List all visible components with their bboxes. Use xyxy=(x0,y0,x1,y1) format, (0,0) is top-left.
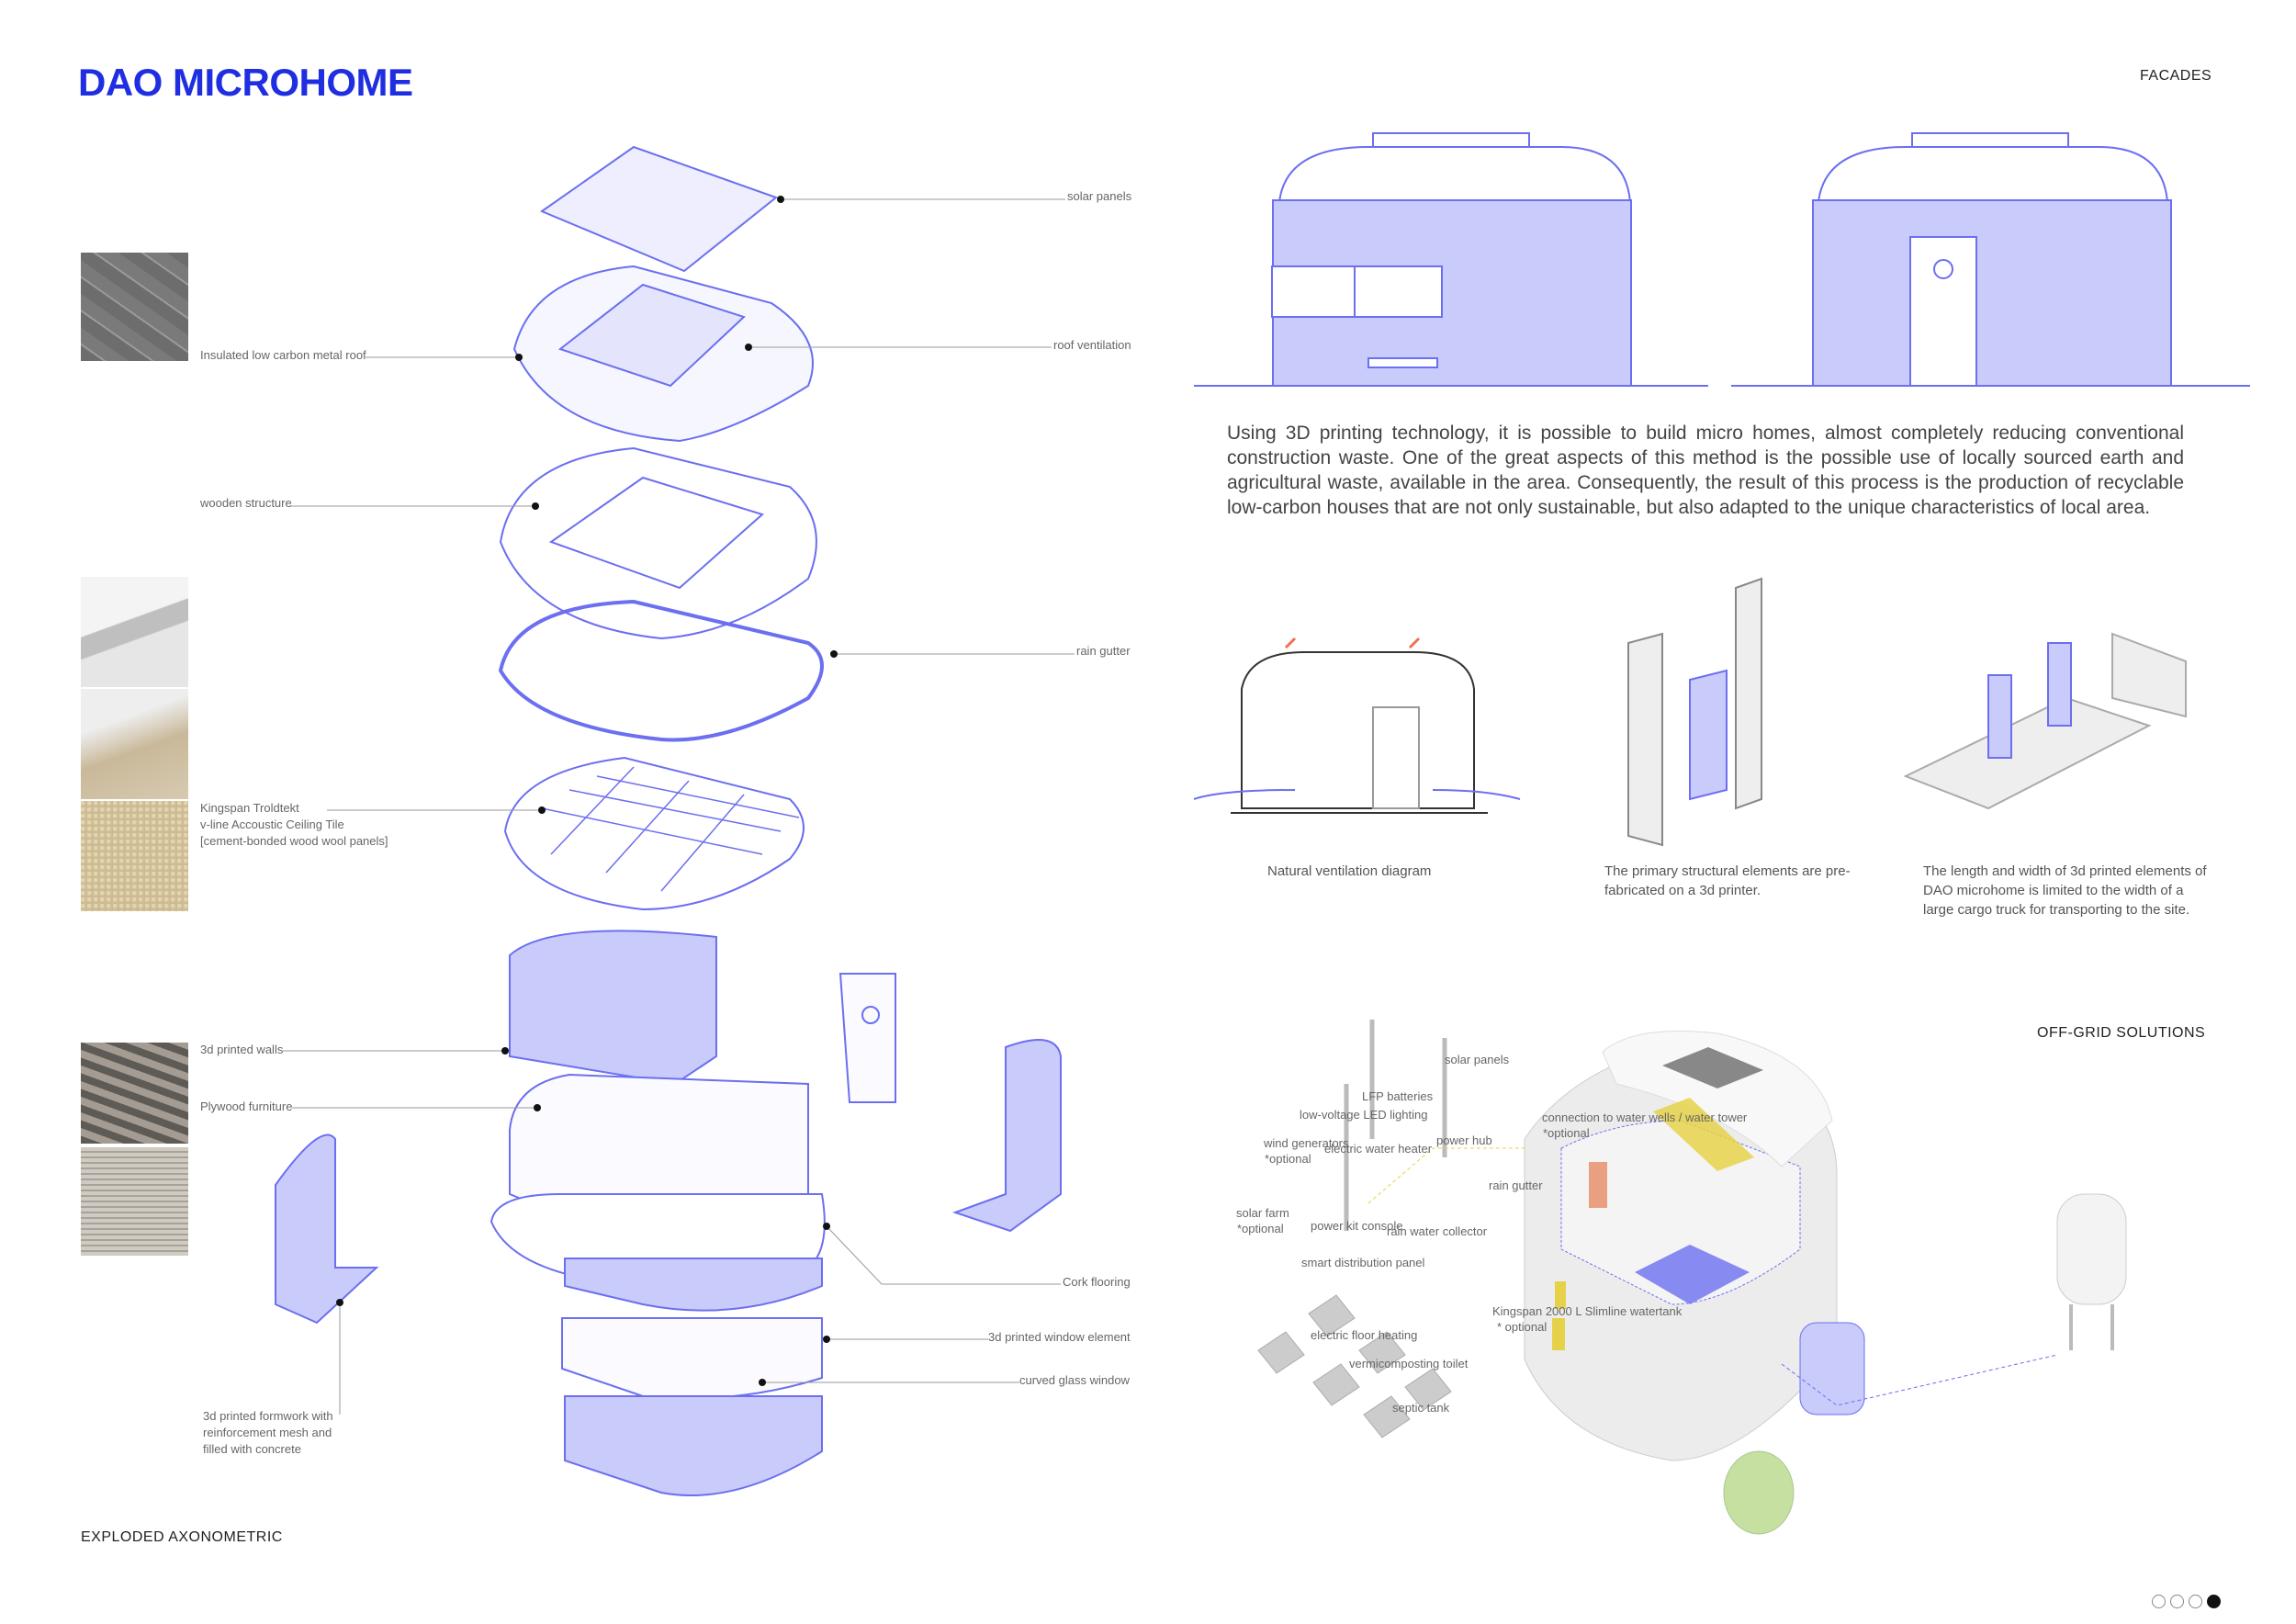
og-solar-panels: solar panels xyxy=(1445,1053,1510,1066)
door-panel xyxy=(838,973,896,1103)
walls-layer xyxy=(509,930,717,1086)
ventilation-diagram xyxy=(1193,637,1521,814)
og-watertank-optional: * optional xyxy=(1497,1320,1548,1334)
rain-water-collector xyxy=(1635,1245,1750,1304)
og-solar-farm-optional: *optional xyxy=(1237,1222,1284,1235)
label-wooden-structure: wooden structure xyxy=(200,496,292,510)
label-kingspan: Kingspan Troldtekt v-line Accoustic Ceil… xyxy=(200,800,388,850)
wood-wool-swatch xyxy=(81,801,188,911)
og-power-kit: power kit console xyxy=(1311,1219,1403,1233)
page-dot-3[interactable] xyxy=(2189,1595,2202,1608)
og-watertank: Kingspan 2000 L Slimline watertank xyxy=(1492,1304,1683,1318)
caption-truck: The length and width of 3d printed eleme… xyxy=(1923,863,2207,918)
formwork-element xyxy=(275,1133,379,1325)
og-wells-optional: *optional xyxy=(1543,1126,1590,1140)
offgrid-heading: OFF-GRID SOLUTIONS xyxy=(2037,1025,2206,1041)
label-solar-panels: solar panels xyxy=(1067,189,1132,203)
caption-ventilation: Natural ventilation diagram xyxy=(1267,863,1432,879)
formwork-line-3: filled with concrete xyxy=(203,1442,301,1456)
kingspan-line-3: [cement-bonded wood wool panels] xyxy=(200,834,388,848)
og-floor-heating: electric floor heating xyxy=(1311,1328,1418,1342)
wood-joint-swatch xyxy=(81,577,188,687)
label-walls: 3d printed walls xyxy=(200,1043,284,1056)
og-septic: septic tank xyxy=(1392,1401,1450,1415)
label-roof-ventilation: roof ventilation xyxy=(1053,338,1131,352)
truck-diagram xyxy=(1903,632,2187,810)
caption-printer: The primary structural elements are pre-… xyxy=(1604,863,1851,898)
og-toilet: vermicomposting toilet xyxy=(1349,1357,1469,1370)
rain-gutter-layer xyxy=(498,599,824,742)
kingspan-line-1: Kingspan Troldtekt xyxy=(200,801,299,815)
label-metal-roof: Insulated low carbon metal roof xyxy=(200,348,366,362)
offgrid-drawing xyxy=(1257,1020,2127,1535)
formwork-line-2: reinforcement mesh and xyxy=(203,1426,332,1439)
exploded-heading: EXPLODED AXONOMETRIC xyxy=(81,1529,283,1545)
facade-elevations xyxy=(1194,132,2250,387)
solar-panel-layer xyxy=(539,145,779,273)
leader-lines xyxy=(283,198,1075,1415)
printer-diagram xyxy=(1627,577,1762,847)
base-layer xyxy=(564,1395,823,1496)
ceiling-layer xyxy=(503,756,805,911)
og-rain-gutter: rain gutter xyxy=(1489,1179,1543,1192)
page-title: DAO MICROHOME xyxy=(78,61,413,104)
exploded-axonometric-drawing xyxy=(275,145,1062,1496)
og-wells: connection to water wells / water tower xyxy=(1542,1111,1748,1124)
watertank xyxy=(1799,1322,1865,1415)
label-rain-gutter: rain gutter xyxy=(1076,644,1131,658)
printed-texture-swatch xyxy=(81,1147,188,1256)
lfp-batteries xyxy=(1653,1098,1754,1171)
description-paragraph: Using 3D printing technology, it is poss… xyxy=(1227,423,2184,518)
page-dot-4-active[interactable] xyxy=(2207,1595,2221,1608)
window-element-layer xyxy=(564,1257,823,1312)
water-heater xyxy=(1589,1162,1607,1208)
og-water-heater: electric water heater xyxy=(1324,1142,1433,1156)
label-formwork: 3d printed formwork with reinforcement m… xyxy=(203,1408,333,1458)
label-cork: Cork flooring xyxy=(1063,1275,1131,1289)
septic-tank xyxy=(1723,1450,1795,1535)
glass-window-layer xyxy=(561,1317,823,1400)
facades-heading: FACADES xyxy=(2140,68,2212,84)
og-led: low-voltage LED lighting xyxy=(1300,1108,1428,1122)
solar-farm xyxy=(1257,1294,1452,1438)
formwork-line-1: 3d printed formwork with xyxy=(203,1409,333,1423)
label-glass-window: curved glass window xyxy=(1019,1373,1130,1387)
water-tower xyxy=(2056,1193,2127,1305)
page-dot-1[interactable] xyxy=(2152,1595,2166,1608)
wooden-structure-layer xyxy=(499,446,817,640)
printed-wall-swatch xyxy=(81,1043,188,1144)
metal-roof-swatch xyxy=(81,253,188,361)
og-lfp: LFP batteries xyxy=(1362,1089,1434,1103)
wood-panel-swatch xyxy=(81,689,188,799)
pagination xyxy=(2147,1595,2221,1613)
og-rain-collector: rain water collector xyxy=(1387,1224,1488,1238)
label-window-element: 3d printed window element xyxy=(988,1330,1131,1344)
kingspan-line-2: v-line Accoustic Ceiling Tile xyxy=(200,818,344,831)
og-solar-farm: solar farm xyxy=(1236,1206,1289,1220)
og-wind-optional: *optional xyxy=(1265,1152,1311,1166)
og-distribution: smart distribution panel xyxy=(1301,1256,1425,1269)
wind-turbines xyxy=(1344,1020,1447,1231)
curved-wall-right xyxy=(951,1039,1062,1233)
og-wind: wind generators xyxy=(1264,1136,1349,1150)
page-dot-2[interactable] xyxy=(2170,1595,2184,1608)
solar-panels-roof xyxy=(1662,1047,1763,1088)
og-power-hub: power hub xyxy=(1436,1133,1492,1147)
label-furniture: Plywood furniture xyxy=(200,1100,293,1113)
